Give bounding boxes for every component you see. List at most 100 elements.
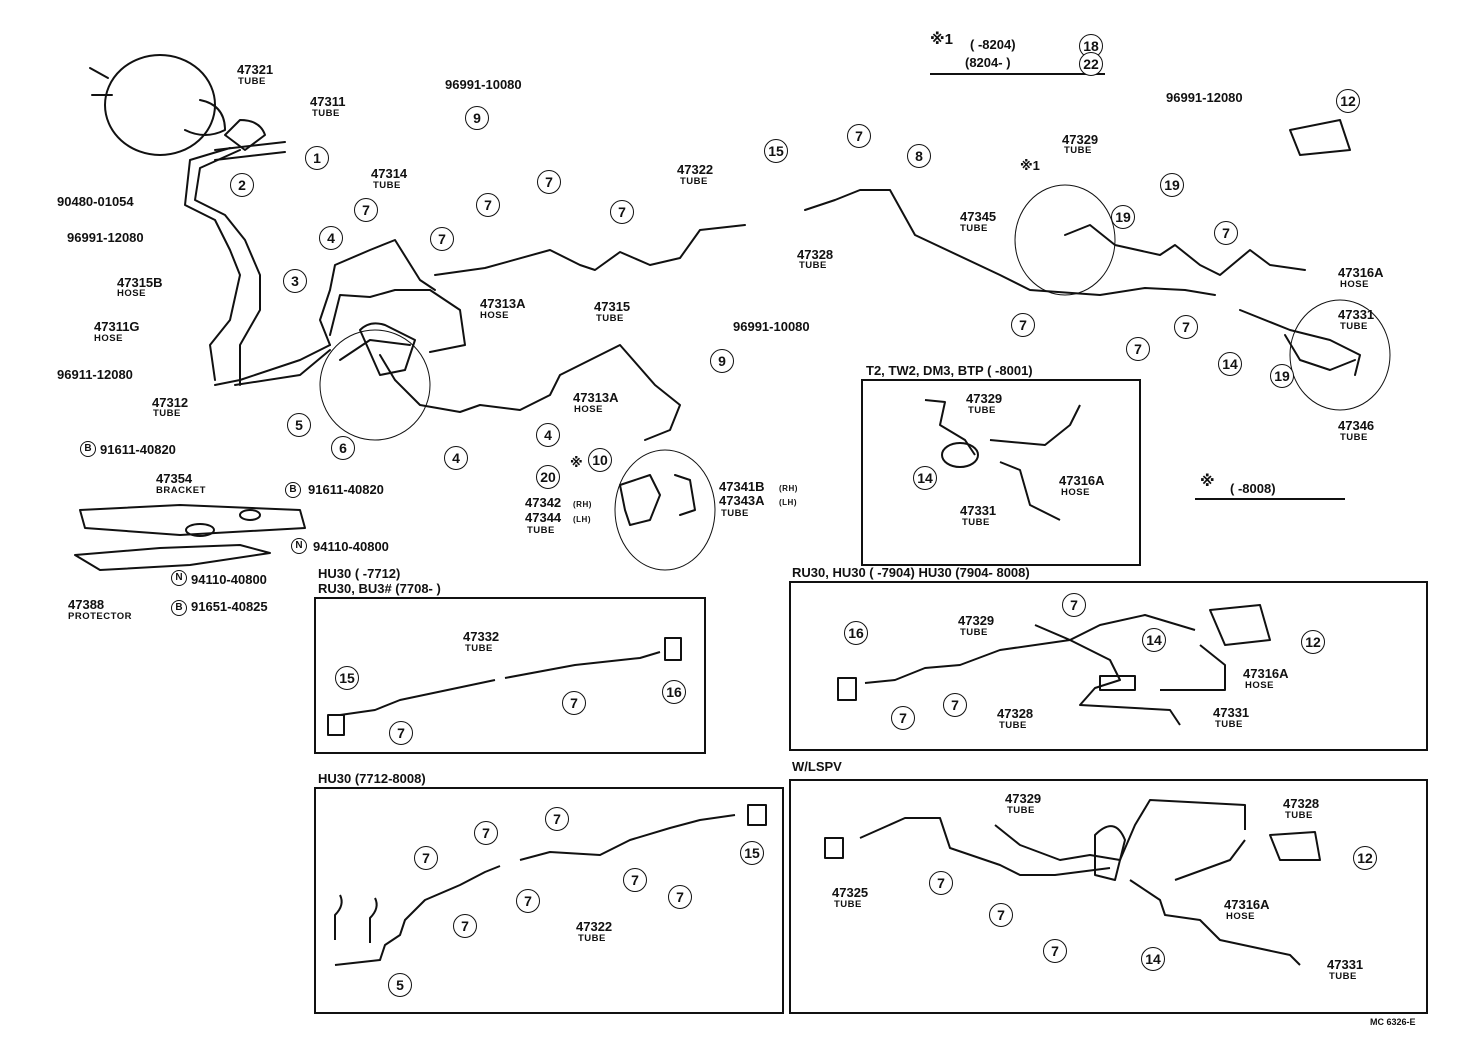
part-label: 96991-12080 [67, 230, 144, 245]
part-sub: TUBE [465, 643, 493, 654]
part-label: 47315B [117, 275, 163, 290]
part-sub: TUBE [680, 176, 708, 187]
legend-star1: ※1 [930, 31, 953, 48]
ref-marker: 12 [1336, 89, 1360, 113]
part-sub: TUBE [1064, 145, 1092, 156]
part-label: 47331 [1327, 957, 1364, 972]
part-label: 96991-12080 [1166, 90, 1243, 105]
part-sub: TUBE [1340, 432, 1368, 443]
ref-marker: 14 [913, 466, 937, 490]
inset-t2-caption: T2, TW2, DM3, BTP ( -8001) [866, 363, 1033, 378]
ref-marker: 7 [474, 821, 498, 845]
part-label: 47321 [237, 62, 274, 77]
part-label: 47341B [719, 479, 765, 494]
ref-marker: 19 [1270, 364, 1294, 388]
ref-marker: 7 [1174, 315, 1198, 339]
part-sub: TUBE [373, 180, 401, 191]
part-sub: TUBE [799, 260, 827, 271]
part-sub: TUBE [153, 408, 181, 419]
part-label: 47329 [1005, 791, 1042, 806]
ref-marker: 7 [847, 124, 871, 148]
part-sub: TUBE [1340, 321, 1368, 332]
part-label: 96991-10080 [733, 319, 810, 334]
part-label: 47343A [719, 493, 765, 508]
part-label: 47311 [310, 94, 346, 109]
part-sub: HOSE [1245, 680, 1274, 691]
part-label: 96911-12080 [57, 367, 133, 382]
part-sub: TUBE [721, 508, 749, 519]
ref-marker: 5 [287, 413, 311, 437]
ref-marker: 14 [1218, 352, 1242, 376]
ref-marker: 7 [516, 889, 540, 913]
ref-marker: 14 [1141, 947, 1165, 971]
part-label: 47331 [1338, 307, 1375, 322]
part-label: 47329 [966, 391, 1003, 406]
ref-marker: 7 [929, 871, 953, 895]
part-label: 47329 [958, 613, 995, 628]
ref-marker: 7 [1043, 939, 1067, 963]
ref-marker: 9 [465, 106, 489, 130]
part-label: 47388 [68, 597, 105, 612]
part-label: 47322 [576, 919, 613, 934]
inset-hu30-7712-box [314, 597, 706, 754]
part-label: 47316A [1224, 897, 1270, 912]
ref-marker: 7 [389, 721, 413, 745]
part-sub: HOSE [117, 288, 146, 299]
part-sub: TUBE [962, 517, 990, 528]
ref-marker: 4 [536, 423, 560, 447]
ref-marker: 1 [305, 146, 329, 170]
ref-marker: 10 [588, 448, 612, 472]
bracket-assembly [74, 504, 306, 571]
ref-marker: 14 [1142, 628, 1166, 652]
part-label: 47314 [371, 166, 408, 181]
ref-marker: 4 [319, 226, 343, 250]
ref-marker: 7 [562, 691, 586, 715]
part-label: 47313A [480, 296, 526, 311]
part-label: 47342 [525, 495, 562, 510]
inset-hu30-7712-caption2: RU30, BU3# (7708- ) [318, 581, 441, 596]
ref-marker: 16 [662, 680, 686, 704]
part-label: 47311G [94, 319, 140, 334]
part-label: 91611-40820 [100, 442, 176, 457]
part-label: 47316A [1059, 473, 1105, 488]
part-label: 47316A [1338, 265, 1384, 280]
legend-row2-range: (8204- ) [965, 55, 1011, 70]
rear-wheel-area [614, 449, 716, 571]
ref-marker: 7 [943, 693, 967, 717]
part-sub: BRACKET [156, 485, 206, 496]
ref-marker: 12 [1353, 846, 1377, 870]
ref-marker: 15 [764, 139, 788, 163]
ref-star1: ※1 [1020, 158, 1040, 173]
inset-hu30-7712-caption1: HU30 ( -7712) [318, 566, 401, 581]
part-label: 47345 [960, 209, 997, 224]
inset-hu30-8008-caption: HU30 (7712-8008) [318, 771, 426, 786]
part-sub: TUBE [999, 720, 1027, 731]
ref-marker: 7 [1214, 221, 1238, 245]
inset-ru30-caption: RU30, HU30 ( -7904) HU30 (7904- 8008) [792, 565, 1030, 580]
part-label: 47331 [960, 503, 997, 518]
ref-marker: 7 [1126, 337, 1150, 361]
inset-lspv-caption: W/LSPV [792, 759, 842, 774]
part-label: 47315 [594, 299, 631, 314]
inset-lspv-box [789, 779, 1428, 1014]
part-label: 47328 [997, 706, 1034, 721]
part-label: 47328 [1283, 796, 1320, 811]
part-label: 96991-10080 [445, 77, 522, 92]
ref-marker: 4 [444, 446, 468, 470]
part-sub: HOSE [480, 310, 509, 321]
n-marker: N [171, 570, 187, 586]
ref-marker: 7 [1062, 593, 1086, 617]
legend-row2-ref: 22 [1079, 52, 1103, 76]
part-label: 47329 [1062, 132, 1099, 147]
ref-marker: 2 [230, 173, 254, 197]
ref-marker: 6 [331, 436, 355, 460]
ref-marker: 16 [844, 621, 868, 645]
part-sub: HOSE [574, 404, 603, 415]
part-sub: TUBE [312, 108, 340, 119]
part-label: 47312 [152, 395, 189, 410]
part-label: 94110-40800 [313, 539, 389, 554]
ref-marker: 15 [335, 666, 359, 690]
part-sub: TUBE [960, 223, 988, 234]
legend-row1-range: ( -8204) [970, 37, 1016, 52]
